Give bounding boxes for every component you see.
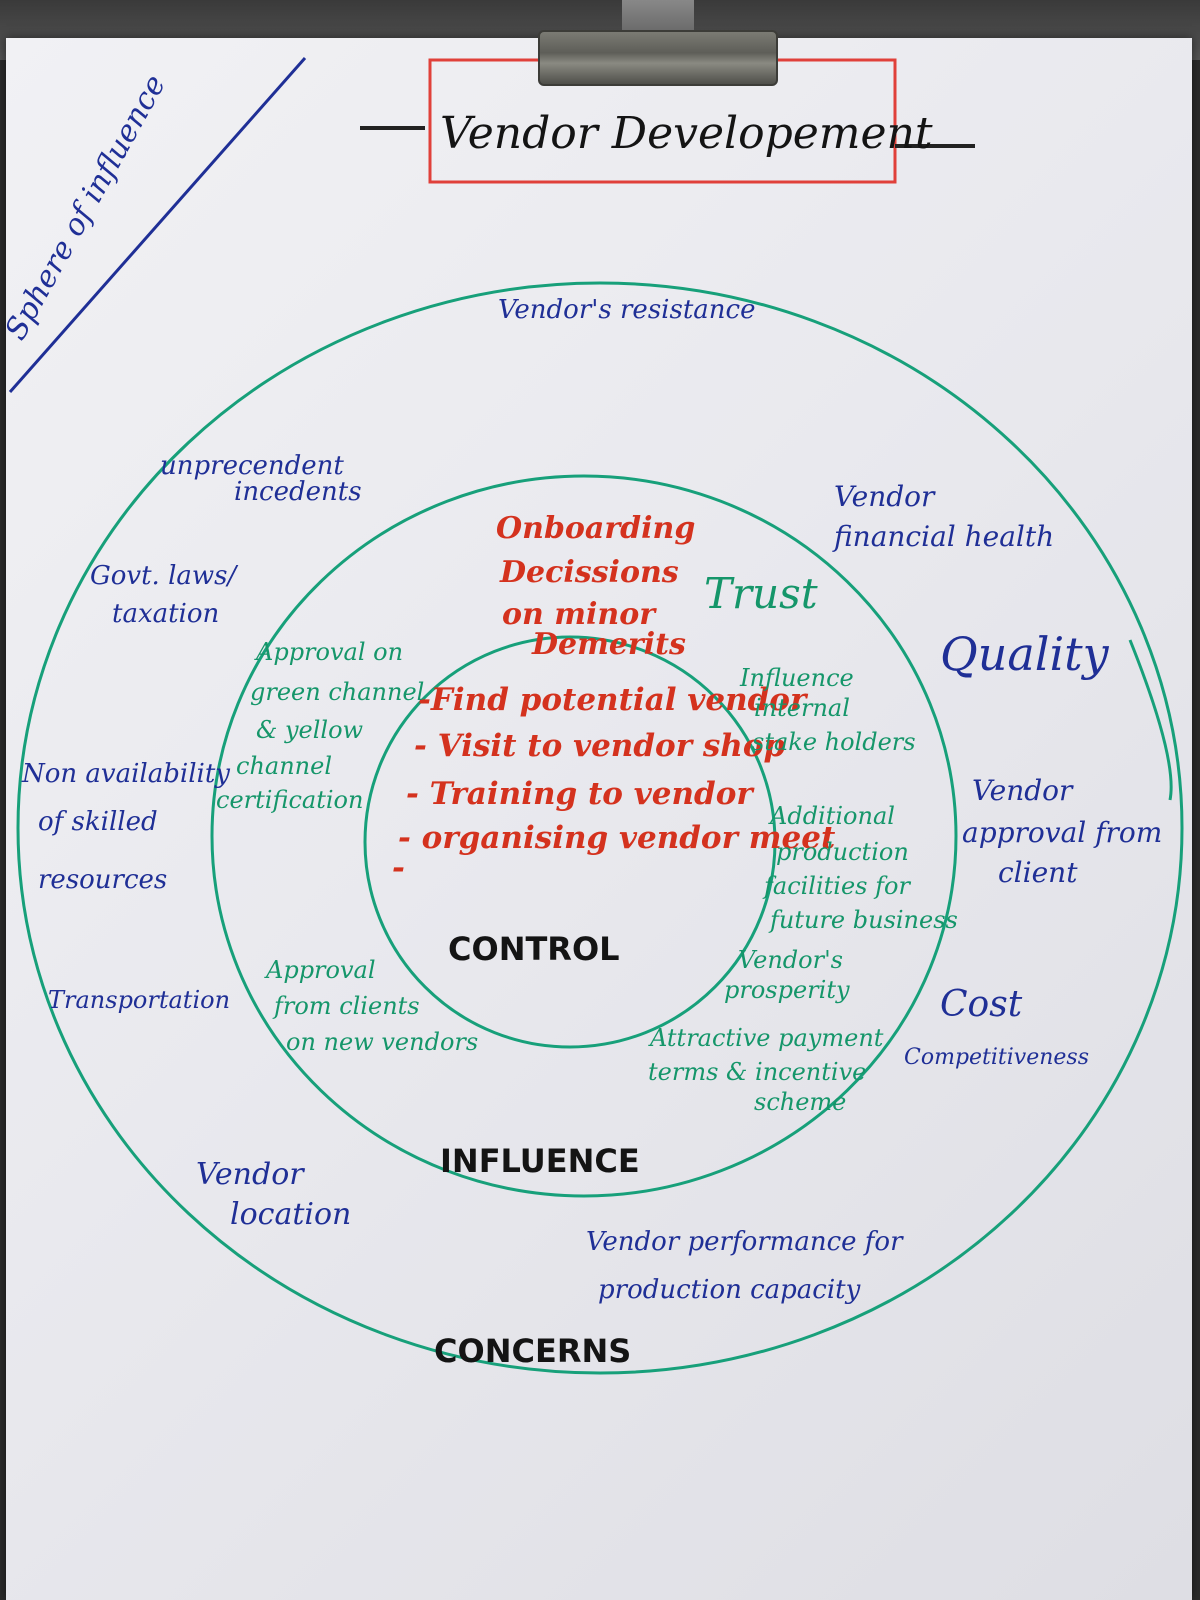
- concern-line: of skilled: [38, 807, 158, 837]
- concern-line: client: [998, 856, 1078, 889]
- concern-line: resources: [38, 865, 167, 895]
- control-top-line: on minor: [502, 597, 657, 632]
- concern-line: Non availability: [21, 759, 230, 789]
- influence-line: facilities for: [762, 872, 911, 900]
- control-list-item: - Visit to vendor shop: [414, 728, 785, 764]
- diagram-title: Vendor Developement: [440, 108, 933, 159]
- label-influence: INFLUENCE: [440, 1142, 640, 1180]
- concern-line: Vendor: [972, 774, 1074, 807]
- concern-quality: Quality: [940, 627, 1110, 681]
- influence-line: production: [776, 838, 909, 866]
- influence-vendors-prosperity: Vendor's prosperity: [724, 946, 850, 1004]
- influence-trust: Trust: [704, 569, 818, 618]
- influence-line: Approval: [264, 956, 376, 984]
- label-concerns: CONCERNS: [434, 1332, 631, 1370]
- influence-line: from clients: [272, 992, 420, 1020]
- influence-line: Additional: [768, 802, 895, 830]
- concern-line: unprecendent: [160, 451, 344, 481]
- concern-govt: Govt. laws/ taxation: [90, 561, 239, 629]
- concern-financial: Vendor financial health: [832, 480, 1054, 553]
- concern-line: approval from: [962, 816, 1162, 849]
- label-control: CONTROL: [448, 930, 620, 968]
- concern-transport: Transportation: [48, 986, 230, 1014]
- control-top-line: Decissions: [499, 555, 679, 590]
- paper-sheet: [6, 38, 1192, 1600]
- concern-unprecedent: unprecendent incedents: [160, 451, 362, 507]
- concern-line: Govt. laws/: [90, 561, 239, 591]
- concern-cost: Cost Competitiveness: [904, 984, 1089, 1070]
- influence-line: Attractive payment: [648, 1024, 884, 1052]
- influence-line: & yellow: [256, 716, 364, 744]
- control-list: -Find potential vendor - Visit to vendor…: [392, 682, 836, 886]
- influence-line: prosperity: [724, 976, 850, 1004]
- influence-line: Approval on: [254, 638, 403, 666]
- influence-line: scheme: [754, 1088, 846, 1116]
- concern-line: Competitiveness: [904, 1045, 1089, 1070]
- influence-line: Vendor's: [738, 946, 843, 974]
- control-list-item: - Training to vendor: [406, 776, 755, 812]
- influence-line: on new vendors: [286, 1028, 478, 1056]
- concern-skilled: Non availability of skilled resources: [21, 759, 230, 895]
- control-list-item: -Find potential vendor: [418, 682, 809, 718]
- control-top-line: Onboarding: [496, 511, 695, 546]
- influence-line: green channel: [250, 678, 424, 706]
- concern-line: Vendor: [196, 1157, 305, 1192]
- concern-line: financial health: [832, 520, 1054, 553]
- concern-resistance: Vendor's resistance: [498, 295, 755, 325]
- concern-location: Vendor location: [196, 1157, 351, 1232]
- concern-client-approval: Vendor approval from client: [962, 774, 1162, 889]
- influence-internal-stakeholders: Influence internal stake holders: [739, 664, 916, 756]
- control-list-item: -: [392, 850, 405, 886]
- concern-line: Vendor performance for: [586, 1227, 904, 1257]
- concern-line: incedents: [234, 477, 362, 507]
- binder-clip-icon: [538, 0, 778, 86]
- influence-line: internal: [754, 694, 850, 722]
- concern-line: Vendor: [834, 480, 936, 513]
- influence-line: future business: [768, 906, 958, 934]
- influence-line: channel: [236, 752, 332, 780]
- influence-line: certification: [216, 786, 363, 814]
- control-list-item: - organising vendor meet: [398, 820, 836, 856]
- influence-line: Influence: [739, 664, 854, 692]
- concern-line: Cost: [940, 984, 1023, 1025]
- concern-line: production capacity: [598, 1275, 861, 1305]
- influence-approval-clients: Approval from clients on new vendors: [264, 956, 478, 1056]
- ring-concerns-overstroke: [1128, 639, 1173, 801]
- influence-additional-production: Additional production facilities for fut…: [762, 802, 958, 934]
- influence-line: stake holders: [752, 728, 916, 756]
- influence-attractive-payment: Attractive payment terms & incentive sch…: [648, 1024, 884, 1116]
- concern-line: taxation: [112, 599, 219, 629]
- ring-control: [363, 635, 777, 1049]
- influence-approval-green: Approval on green channel & yellow chann…: [216, 638, 424, 814]
- concern-performance: Vendor performance for production capaci…: [586, 1227, 904, 1305]
- control-top-line: Demerits: [531, 627, 686, 662]
- ring-influence: [210, 474, 958, 1198]
- concern-line: location: [230, 1197, 351, 1232]
- control-top-note: Onboarding Decissions on minor Demerits: [496, 511, 695, 662]
- ring-concerns: [16, 281, 1184, 1375]
- corner-underline: [8, 57, 307, 393]
- influence-line: terms & incentive: [648, 1058, 866, 1086]
